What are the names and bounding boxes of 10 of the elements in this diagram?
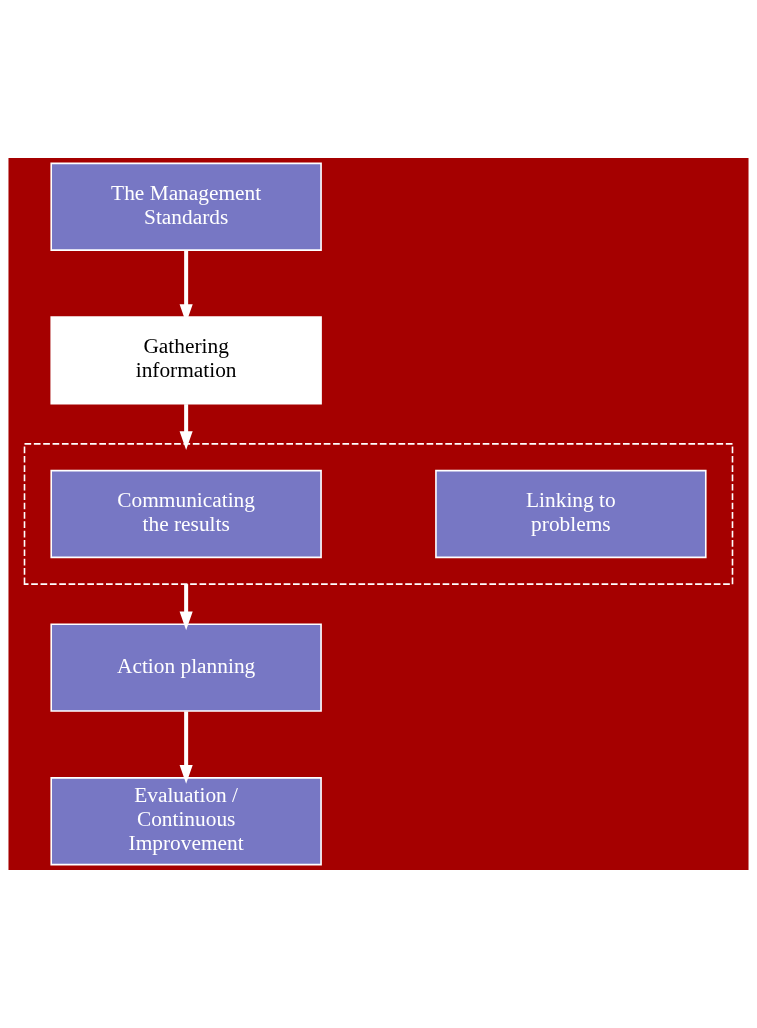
node-box: Action planning	[50, 623, 322, 712]
node-box: Linking to problems	[435, 469, 707, 559]
arrow	[179, 711, 193, 784]
node-box: Evaluation / Continuous Improvement	[50, 777, 322, 866]
node-box: Communicating the results	[50, 469, 322, 559]
arrow	[179, 584, 193, 631]
arrow	[179, 404, 193, 450]
node-box: Gathering information	[50, 316, 322, 405]
node-box: The Management Standards	[50, 162, 322, 251]
cluster	[23, 443, 734, 585]
